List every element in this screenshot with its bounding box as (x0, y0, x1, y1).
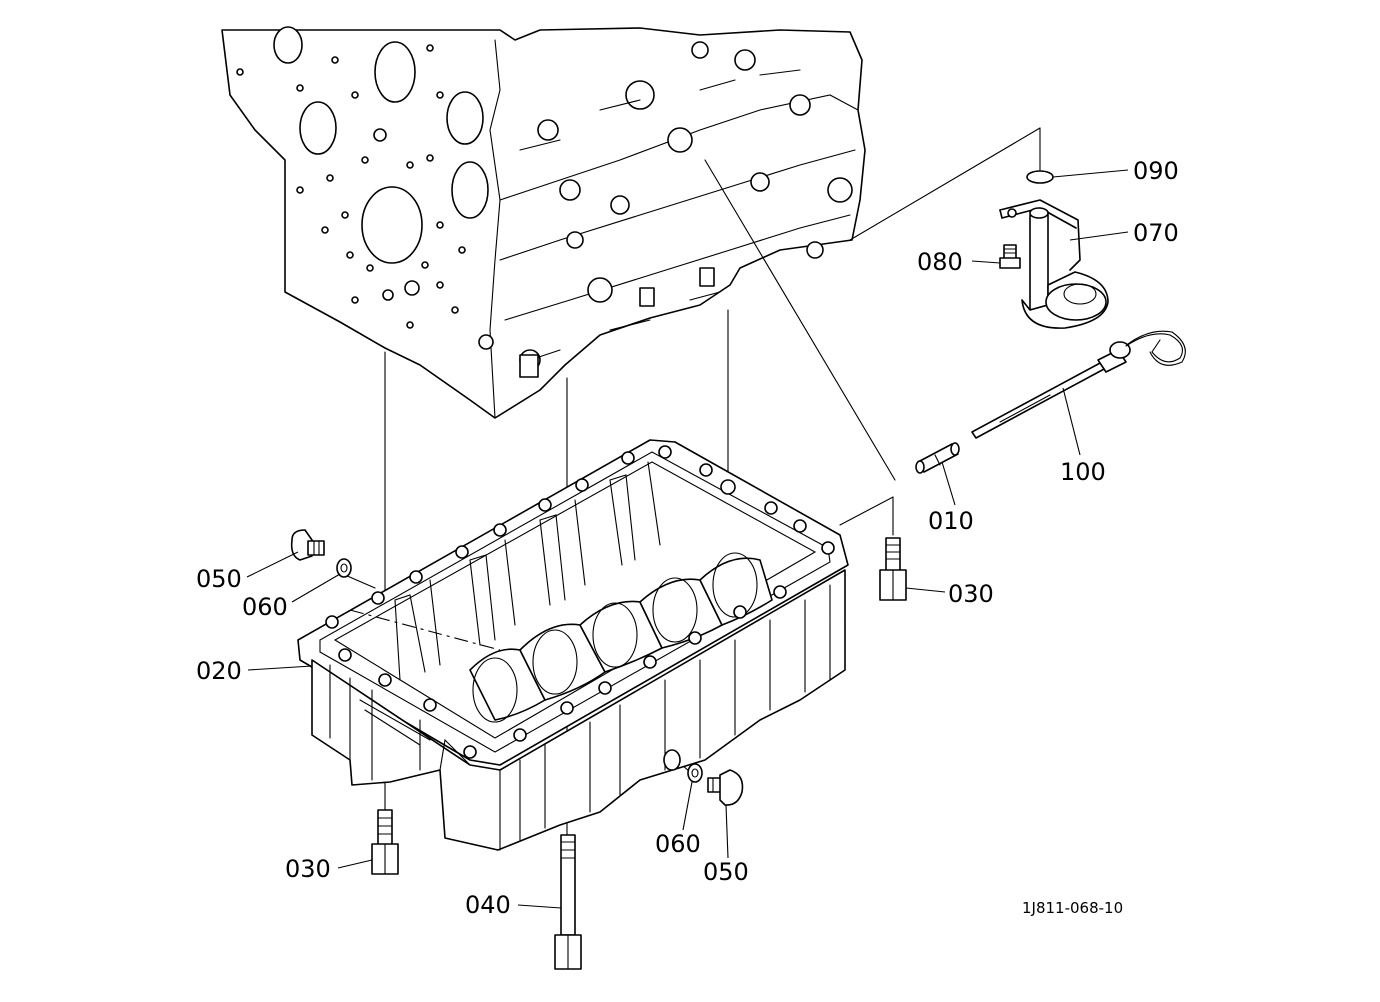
drawing-id: 1J811-068-10 (1022, 899, 1123, 917)
washer-060-bottom (687, 763, 703, 783)
oil-pan (297, 439, 849, 851)
callout-050-left: 050 (196, 565, 242, 593)
callout-060-left: 060 (242, 593, 288, 621)
callout-040: 040 (465, 891, 511, 919)
o-ring (1026, 170, 1054, 184)
washer-060-left (336, 558, 352, 578)
callout-010: 010 (928, 507, 974, 535)
callout-050-bottom: 050 (703, 858, 749, 886)
oil-pan-flange-holes (325, 445, 835, 759)
callout-030-bottom: 030 (285, 855, 331, 883)
callout-090: 090 (1133, 157, 1179, 185)
bolt-030-bottom (371, 809, 399, 875)
alignment-lines (344, 127, 1041, 836)
dipstick-guide (999, 199, 1109, 329)
callout-060-bottom: 060 (655, 830, 701, 858)
bolt-080 (999, 244, 1021, 269)
oil-pan-bulkheads (469, 552, 773, 723)
callout-070: 070 (1133, 219, 1179, 247)
callout-100: 100 (1060, 458, 1106, 486)
bolt-030-right (879, 537, 907, 601)
leader-lines (246, 169, 1129, 909)
drain-plug-050-left (290, 529, 325, 561)
callout-020: 020 (196, 657, 242, 685)
dipstick (971, 330, 1186, 439)
engine-block (221, 26, 866, 419)
callout-030-right: 030 (948, 580, 994, 608)
block-bolt-dots (236, 44, 466, 329)
dipstick-tube-010 (915, 442, 960, 474)
bolt-040 (554, 834, 582, 970)
block-holes (273, 26, 853, 371)
drain-plug-050-bottom (707, 769, 744, 806)
callout-080: 080 (917, 248, 963, 276)
